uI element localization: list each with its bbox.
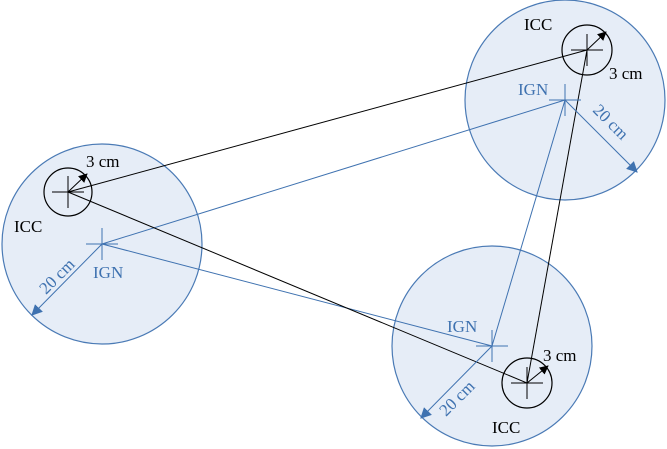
label-icc-top-right: ICC <box>524 15 552 34</box>
radius-arrow-top-right-20 <box>564 99 638 173</box>
icc-circle-bottom <box>501 357 553 409</box>
icc-edge-left-topright <box>67 49 588 193</box>
icc-edge-bottom-topright <box>526 49 588 384</box>
label-ign-top-right: IGN <box>518 80 548 99</box>
ign-edge-left-topright <box>101 99 566 245</box>
icc-circle-left <box>43 167 93 217</box>
label-ign-bottom: IGN <box>447 317 477 336</box>
icc-triangle <box>67 49 588 384</box>
label-3cm-bottom: 3 cm <box>543 346 577 365</box>
radius-arrow-left-20 <box>31 243 103 316</box>
ign-edge-bottom-topright <box>491 99 566 347</box>
label-ign-left: IGN <box>93 263 123 282</box>
ign-edge-left-bottom <box>101 243 493 347</box>
ign-triangle <box>101 99 566 347</box>
label-icc-bottom: ICC <box>492 418 520 437</box>
radius-arrow-bottom-3 <box>526 365 549 384</box>
radius-arrow-top-right-3 <box>586 31 607 51</box>
label-3cm-left: 3 cm <box>86 152 120 171</box>
label-icc-left: ICC <box>14 217 42 236</box>
radius-arrow-left-3 <box>67 173 88 193</box>
icc-circle-top-right <box>561 24 613 76</box>
radius-arrow-bottom-20 <box>420 345 493 419</box>
label-3cm-top-right: 3 cm <box>609 64 643 83</box>
icc-edge-left-bottom <box>67 191 528 384</box>
